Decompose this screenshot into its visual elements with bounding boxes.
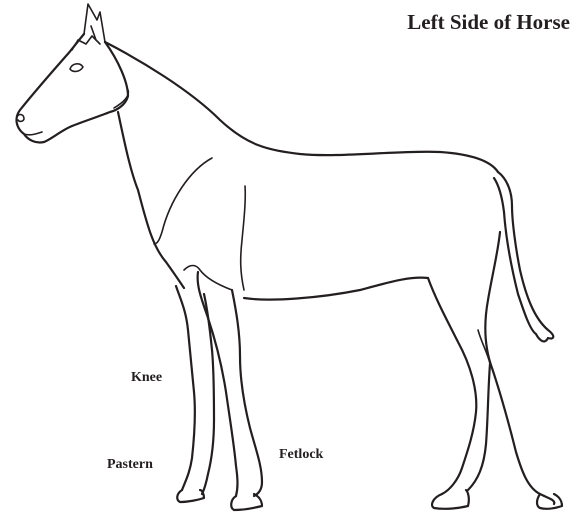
horse-fore-leg-far-back bbox=[202, 294, 214, 494]
horse-fore-hoof-far bbox=[177, 490, 204, 502]
horse-hock bbox=[478, 330, 490, 364]
horse-tail bbox=[494, 172, 553, 341]
horse-chest-join bbox=[184, 266, 232, 291]
label-fetlock: Fetlock bbox=[279, 447, 323, 463]
label-knee: Knee bbox=[131, 370, 162, 386]
horse-nostril bbox=[17, 115, 24, 122]
horse-head bbox=[17, 34, 128, 143]
horse-eye bbox=[70, 64, 83, 72]
horse-hind-leg-near bbox=[428, 278, 476, 494]
horse-fore-hoof-near bbox=[231, 494, 262, 510]
horse-elbow-line bbox=[241, 186, 246, 290]
horse-belly bbox=[244, 278, 428, 300]
horse-hind-hoof-far bbox=[537, 494, 562, 509]
horse-fore-leg-far-front bbox=[176, 286, 195, 490]
horse-crest-back bbox=[105, 42, 498, 172]
horse-fore-leg-near-front bbox=[198, 272, 238, 496]
horse-mouth bbox=[24, 132, 42, 135]
horse-hind-leg-near-back bbox=[468, 364, 490, 490]
horse-shoulder bbox=[154, 158, 212, 244]
label-pastern: Pastern bbox=[107, 457, 153, 473]
horse-hind-hoof-near bbox=[432, 490, 469, 509]
